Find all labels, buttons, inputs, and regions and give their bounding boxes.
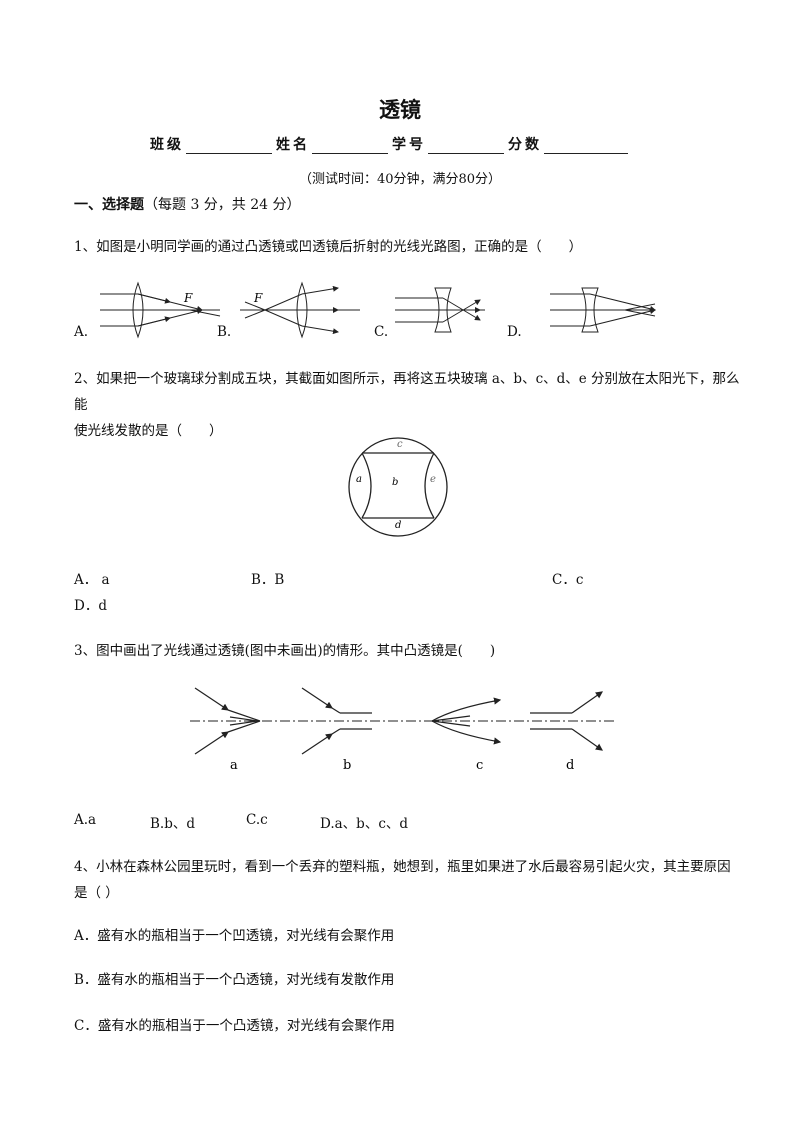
q2-option-b[interactable]: B．B xyxy=(251,572,285,588)
q3-label-a: a xyxy=(230,758,238,772)
q3-option-d[interactable]: D.a、b、c、d xyxy=(320,816,409,832)
q1-option-c[interactable]: C. xyxy=(374,324,389,340)
q3-figure-a xyxy=(194,687,261,755)
q1-figure-a xyxy=(100,281,221,339)
q4-option-a[interactable]: A．盛有水的瓶相当于一个凹透镜，对光线有会聚作用 xyxy=(74,928,395,944)
name-blank[interactable] xyxy=(312,137,388,154)
q3-label-c: c xyxy=(476,758,483,772)
q1-figure-b xyxy=(240,281,360,339)
q3-option-b[interactable]: B.b、d xyxy=(150,816,195,832)
q1-figure-d xyxy=(550,287,656,333)
q3-option-c[interactable]: C.c xyxy=(246,812,268,828)
q2-label-e: e xyxy=(430,474,436,485)
q2-option-c[interactable]: C．c xyxy=(552,572,584,588)
q2-label-d: d xyxy=(395,520,401,531)
q3-figures: a b c d xyxy=(190,687,615,772)
name-label: 姓名 xyxy=(276,137,310,153)
student-info-row: 班级 姓名 学号 分数 xyxy=(150,134,632,154)
q1-option-d[interactable]: D. xyxy=(507,324,522,340)
question-4-line-1: 4、小林在森林公园里玩时，看到一个丢弃的塑料瓶，她想到，瓶里如果进了水后最容易引… xyxy=(74,859,731,875)
q4-option-b[interactable]: B．盛有水的瓶相当于一个凸透镜，对光线有发散作用 xyxy=(74,972,395,988)
question-1-text: 1、如图是小明同学画的通过凸透镜或凹透镜后折射的光线光路图，正确的是（ ） xyxy=(74,239,583,255)
page-title: 透镜 xyxy=(379,98,421,122)
question-4-line-2: 是（ ） xyxy=(74,885,119,901)
section-heading: 一、选择题（每题 3 分，共 24 分） xyxy=(74,194,301,214)
class-label: 班级 xyxy=(150,137,184,153)
q3-figure-d xyxy=(530,691,603,751)
q2-label-a: a xyxy=(356,474,362,485)
q2-option-a[interactable]: A． a xyxy=(74,572,110,588)
q4-option-c[interactable]: C．盛有水的瓶相当于一个凸透镜，对光线有会聚作用 xyxy=(74,1018,395,1034)
q1-figures: F F xyxy=(100,281,656,339)
question-2-line-2: 使光线发散的是（ ） xyxy=(74,423,223,439)
q1-option-b[interactable]: B. xyxy=(217,324,232,340)
q1-focus-label-b: F xyxy=(253,291,263,305)
section-note: （每题 3 分，共 24 分） xyxy=(144,197,301,213)
section-title: 一、选择题 xyxy=(74,197,144,213)
score-label: 分数 xyxy=(508,137,542,153)
q1-figure-c xyxy=(395,287,485,333)
q2-label-c: c xyxy=(397,439,403,450)
q3-figure-b xyxy=(301,687,372,755)
class-blank[interactable] xyxy=(186,137,272,154)
id-blank[interactable] xyxy=(428,137,504,154)
question-3-text: 3、图中画出了光线通过透镜(图中未画出)的情形。其中凸透镜是( ) xyxy=(74,643,496,659)
q3-label-d: d xyxy=(566,758,574,772)
id-label: 学号 xyxy=(392,137,426,153)
q2-option-d[interactable]: D．d xyxy=(74,598,107,614)
q3-option-a[interactable]: A.a xyxy=(74,812,97,828)
q2-glass-ball-figure: a b c d e xyxy=(348,437,448,537)
q3-label-b: b xyxy=(343,758,351,772)
test-info: （测试时间：40分钟，满分80分） xyxy=(298,172,502,187)
q1-option-a[interactable]: A. xyxy=(74,324,89,340)
question-2-line-1: 2、如果把一个玻璃球分割成五块，其截面如图所示，再将这五块玻璃 a、b、c、d、… xyxy=(74,371,740,413)
question-2-text: 2、如果把一个玻璃球分割成五块，其截面如图所示，再将这五块玻璃 a、b、c、d、… xyxy=(74,366,744,444)
q1-focus-label: F xyxy=(183,291,193,305)
q3-figure-c xyxy=(431,697,502,745)
q2-label-b: b xyxy=(392,477,398,488)
score-blank[interactable] xyxy=(544,137,628,154)
question-4-text: 4、小林在森林公园里玩时，看到一个丢弃的塑料瓶，她想到，瓶里如果进了水后最容易引… xyxy=(74,854,744,906)
